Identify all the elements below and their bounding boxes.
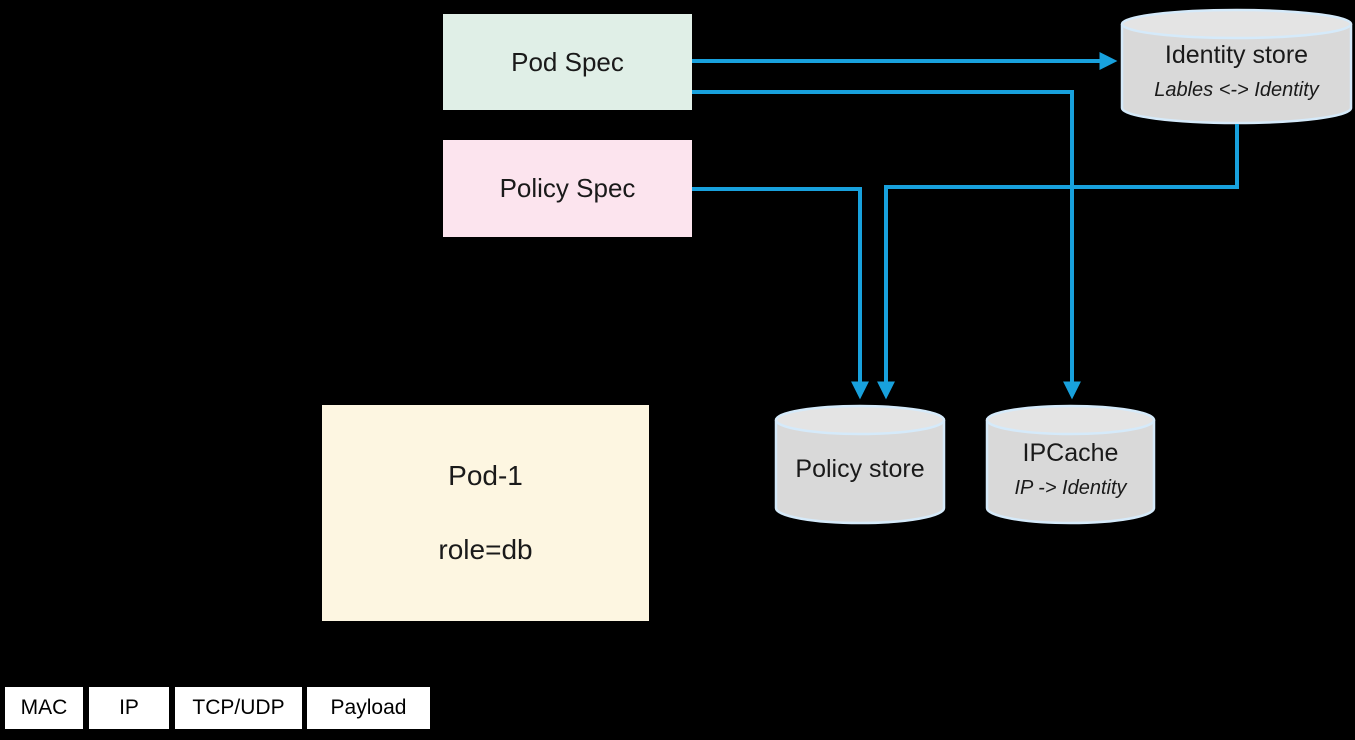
ipcache-cylinder: IPCache IP -> Identity [985,404,1156,525]
database-cylinder-icon [774,404,946,525]
identity-store-cylinder: Identity store Lables <-> Identity [1120,8,1353,125]
connector-pod-spec-to-ipcache [692,90,1081,400]
database-cylinder-icon [985,404,1156,525]
ipcache-title: IPCache [1022,438,1119,467]
policy-spec-box: Policy Spec [443,140,692,237]
connector-identity-store-to-policy-store [877,124,1239,400]
packet-field-payload: Payload [305,685,432,731]
packet-field-mac: MAC [3,685,85,731]
pod1-box: Pod-1 role=db [322,405,649,621]
connector-policy-spec-to-policy-store [692,187,869,400]
packet-field-tcpudp: TCP/UDP [173,685,304,731]
packet-field-ip: IP [87,685,171,731]
ipcache-subtitle: IP -> Identity [1014,476,1127,499]
policy-store-title: Policy store [795,454,925,483]
identity-store-title: Identity store [1164,40,1309,69]
identity-store-subtitle: Lables <-> Identity [1154,78,1319,101]
policy-spec-label: Policy Spec [499,173,636,203]
pod-spec-box: Pod Spec [443,14,692,110]
pod1-subtitle: role=db [438,534,533,565]
database-cylinder-icon [1120,8,1353,125]
policy-store-cylinder: Policy store [774,404,946,525]
pod-spec-label: Pod Spec [511,46,624,77]
pod1-title: Pod-1 [448,460,523,491]
